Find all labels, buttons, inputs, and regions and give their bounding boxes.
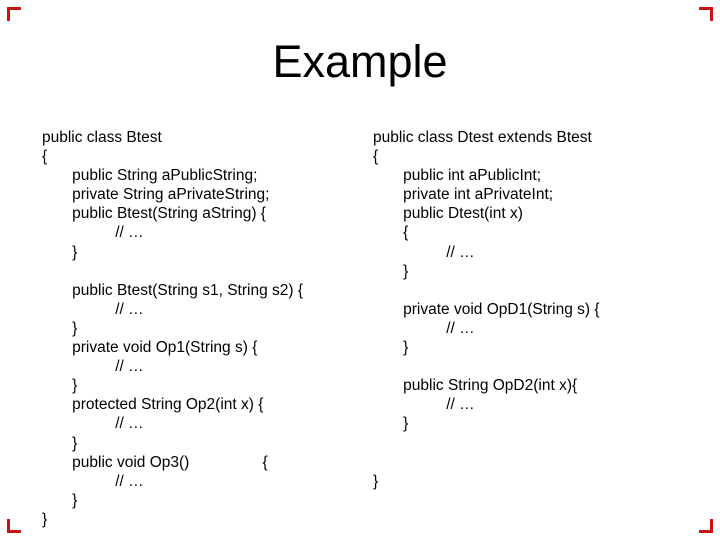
corner-marker-bottom-left xyxy=(7,519,21,533)
slide-title: Example xyxy=(272,36,448,87)
corner-marker-top-right xyxy=(699,7,713,21)
corner-marker-top-left xyxy=(7,7,21,21)
corner-marker-bottom-right xyxy=(699,519,713,533)
code-block-btest: public class Btest { public String aPubl… xyxy=(42,129,304,528)
code-block-dtest: public class Dtest extends Btest { publi… xyxy=(373,129,600,490)
